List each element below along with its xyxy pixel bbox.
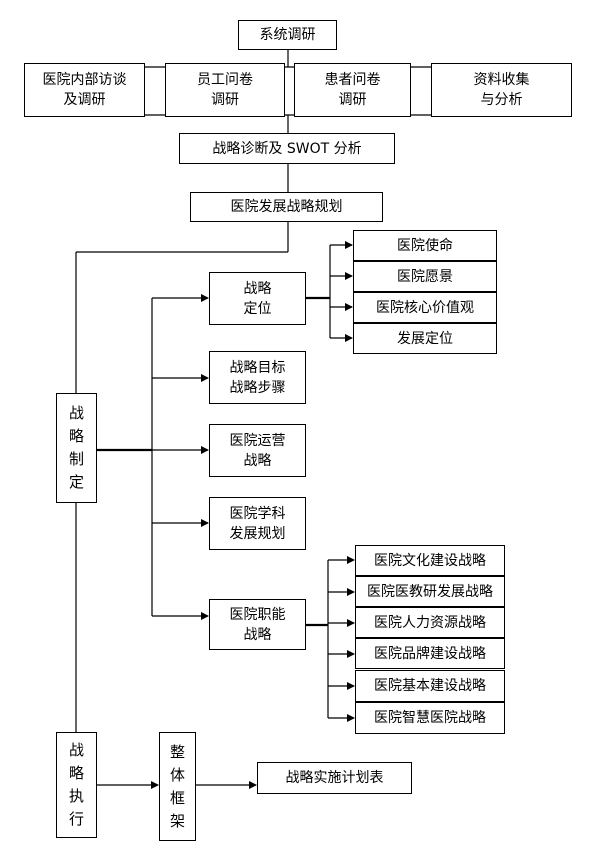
strategy-formulation-box: 战 略 制 定 <box>56 393 97 503</box>
discipline-planning-box: 医院学科 发展规划 <box>209 497 306 550</box>
staff-survey-box: 员工问卷 调研 <box>165 63 285 117</box>
strategic-goals-box: 战略目标 战略步骤 <box>209 351 306 404</box>
swot-analysis-box: 战略诊断及 SWOT 分析 <box>179 133 395 164</box>
data-collection-box: 资料收集 与分析 <box>431 63 572 117</box>
system-research-box: 系统调研 <box>238 20 337 50</box>
mission-box: 医院使命 <box>353 230 497 261</box>
smart-hospital-strategy-box: 医院智慧医院战略 <box>355 702 505 734</box>
operations-strategy-box: 医院运营 战略 <box>209 424 306 477</box>
strategic-positioning-box: 战略 定位 <box>209 272 306 325</box>
vision-box: 医院愿景 <box>353 261 497 292</box>
development-positioning-box: 发展定位 <box>353 323 497 354</box>
brand-strategy-box: 医院品牌建设战略 <box>355 638 505 669</box>
human-resources-strategy-box: 医院人力资源战略 <box>355 607 505 638</box>
functional-strategy-box: 医院职能 战略 <box>209 599 306 650</box>
implementation-schedule-box: 战略实施计划表 <box>257 762 412 794</box>
infrastructure-strategy-box: 医院基本建设战略 <box>355 670 505 702</box>
strategy-execution-box: 战 略 执 行 <box>56 732 97 838</box>
overall-framework-box: 整 体 框 架 <box>159 732 196 841</box>
medical-education-research-strategy-box: 医院医教研发展战略 <box>355 576 505 607</box>
strategic-planning-box: 医院发展战略规划 <box>190 192 383 222</box>
culture-strategy-box: 医院文化建设战略 <box>355 545 505 576</box>
core-values-box: 医院核心价值观 <box>353 292 497 323</box>
patient-survey-box: 患者问卷 调研 <box>294 63 411 117</box>
internal-interview-box: 医院内部访谈 及调研 <box>24 63 145 117</box>
